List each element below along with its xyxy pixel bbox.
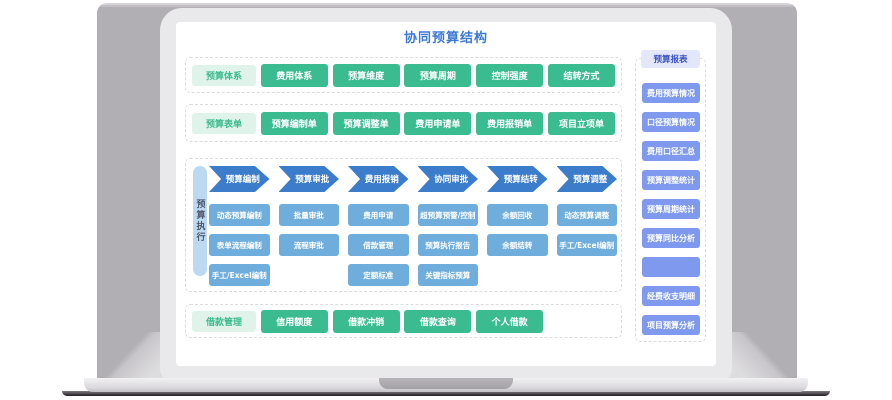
report-item: 费用口径汇总 bbox=[642, 141, 700, 161]
budget-forms-section: 预算表单 预算编制单 预算调整单 费用申请单 费用报销单 项目立项单 bbox=[185, 104, 622, 142]
flow-item: 借款管理 bbox=[348, 234, 409, 256]
flow-column: 动态预算编制 表单流程编制 手工/Excel编制 bbox=[209, 204, 270, 286]
flow-column: 超预算预警/控制 预算执行报告 关键指标预算 bbox=[417, 204, 478, 286]
budget-reports-section: 预算报表 费用预算情况 口径预算情况 费用口径汇总 预算调整统计 预算周期统计 … bbox=[635, 50, 706, 342]
flow-item: 预算执行报告 bbox=[417, 234, 478, 256]
flow-step-arrow: 预算编制 bbox=[209, 166, 270, 192]
flow-item: 流程审批 bbox=[278, 234, 339, 256]
report-item: 预算同比分析 bbox=[642, 228, 700, 248]
report-item: 费用预算情况 bbox=[642, 83, 700, 103]
flow-column: 费用申请 借款管理 定额标准 bbox=[348, 204, 409, 286]
laptop-base-notch bbox=[379, 378, 513, 389]
budget-forms-node: 项目立项单 bbox=[547, 111, 615, 135]
budget-system-node: 控制强度 bbox=[476, 63, 544, 87]
loan-management-node: 借款冲销 bbox=[332, 309, 400, 333]
loan-management-node: 借款查询 bbox=[404, 309, 472, 333]
report-item: 经费收支明细 bbox=[642, 286, 700, 306]
laptop-hinge-flare-left bbox=[97, 332, 165, 378]
flow-step-arrow: 费用报销 bbox=[348, 166, 409, 192]
flow-item: 动态预算调整 bbox=[556, 204, 617, 226]
flow-item: 余额回收 bbox=[487, 204, 548, 226]
budget-system-node: 费用体系 bbox=[260, 63, 328, 87]
loan-management-node: 信用额度 bbox=[260, 309, 328, 333]
flow-item: 表单流程编制 bbox=[209, 234, 270, 256]
flow-item: 超预算预警/控制 bbox=[417, 204, 478, 226]
flow-item: 批量审批 bbox=[278, 204, 339, 226]
flow-item: 费用申请 bbox=[348, 204, 409, 226]
budget-execution-section: 预算执行 预算编制 预算审批 费用报销 协同审批 预算结转 预算调整 动态预算编… bbox=[185, 158, 622, 292]
budget-execution-vertical-label: 预算执行 bbox=[193, 166, 207, 276]
loan-management-node: 个人借款 bbox=[476, 309, 544, 333]
flow-step-arrow: 预算结转 bbox=[487, 166, 548, 192]
report-item: 项目预算分析 bbox=[642, 315, 700, 335]
budget-system-node: 结转方式 bbox=[547, 63, 615, 87]
budget-system-node: 预算维度 bbox=[332, 63, 400, 87]
flow-step-arrow: 预算调整 bbox=[556, 166, 617, 192]
loan-management-label: 借款管理 bbox=[192, 310, 256, 332]
report-item: 预算调整统计 bbox=[642, 170, 700, 190]
budget-forms-label: 预算表单 bbox=[192, 112, 256, 134]
report-item-empty bbox=[642, 257, 700, 277]
flow-step-arrow: 预算审批 bbox=[278, 166, 339, 192]
budget-system-section: 预算体系 费用体系 预算维度 预算周期 控制强度 结转方式 bbox=[185, 57, 622, 93]
budget-reports-list: 费用预算情况 口径预算情况 费用口径汇总 预算调整统计 预算周期统计 预算同比分… bbox=[636, 59, 705, 335]
flow-step-arrow: 协同审批 bbox=[417, 166, 478, 192]
budget-system-node: 预算周期 bbox=[404, 63, 472, 87]
flow-item: 手工/Excel编制 bbox=[556, 234, 617, 256]
flow-column: 余额回收 余额结转 bbox=[487, 204, 548, 256]
report-item: 口径预算情况 bbox=[642, 112, 700, 132]
laptop-base-edge bbox=[62, 391, 830, 396]
diagram-title: 协同预算结构 bbox=[403, 31, 488, 46]
flow-column: 批量审批 流程审批 bbox=[278, 204, 339, 256]
flow-item: 关键指标预算 bbox=[417, 264, 478, 286]
execution-flow-items: 动态预算编制 表单流程编制 手工/Excel编制 批量审批 流程审批 费用申请 … bbox=[209, 204, 617, 286]
flow-item: 余额结转 bbox=[487, 234, 548, 256]
budget-forms-node: 预算编制单 bbox=[260, 111, 328, 135]
flow-item: 定额标准 bbox=[348, 264, 409, 286]
laptop-hinge-flare-right bbox=[729, 332, 797, 378]
budget-forms-node: 费用报销单 bbox=[476, 111, 544, 135]
budget-reports-header: 预算报表 bbox=[641, 50, 700, 68]
budget-forms-node: 预算调整单 bbox=[332, 111, 400, 135]
loan-management-section: 借款管理 信用额度 借款冲销 借款查询 个人借款 bbox=[185, 304, 622, 338]
flow-item: 动态预算编制 bbox=[209, 204, 270, 226]
flow-column: 动态预算调整 手工/Excel编制 bbox=[556, 204, 617, 256]
screen-content: 协同预算结构 预算体系 费用体系 预算维度 预算周期 控制强度 结转方式 预算表… bbox=[176, 22, 716, 366]
execution-flow-steps: 预算编制 预算审批 费用报销 协同审批 预算结转 预算调整 bbox=[209, 166, 617, 192]
report-item: 预算周期统计 bbox=[642, 199, 700, 219]
budget-forms-node: 费用申请单 bbox=[404, 111, 472, 135]
budget-system-label: 预算体系 bbox=[192, 64, 256, 86]
flow-item: 手工/Excel编制 bbox=[209, 264, 270, 286]
